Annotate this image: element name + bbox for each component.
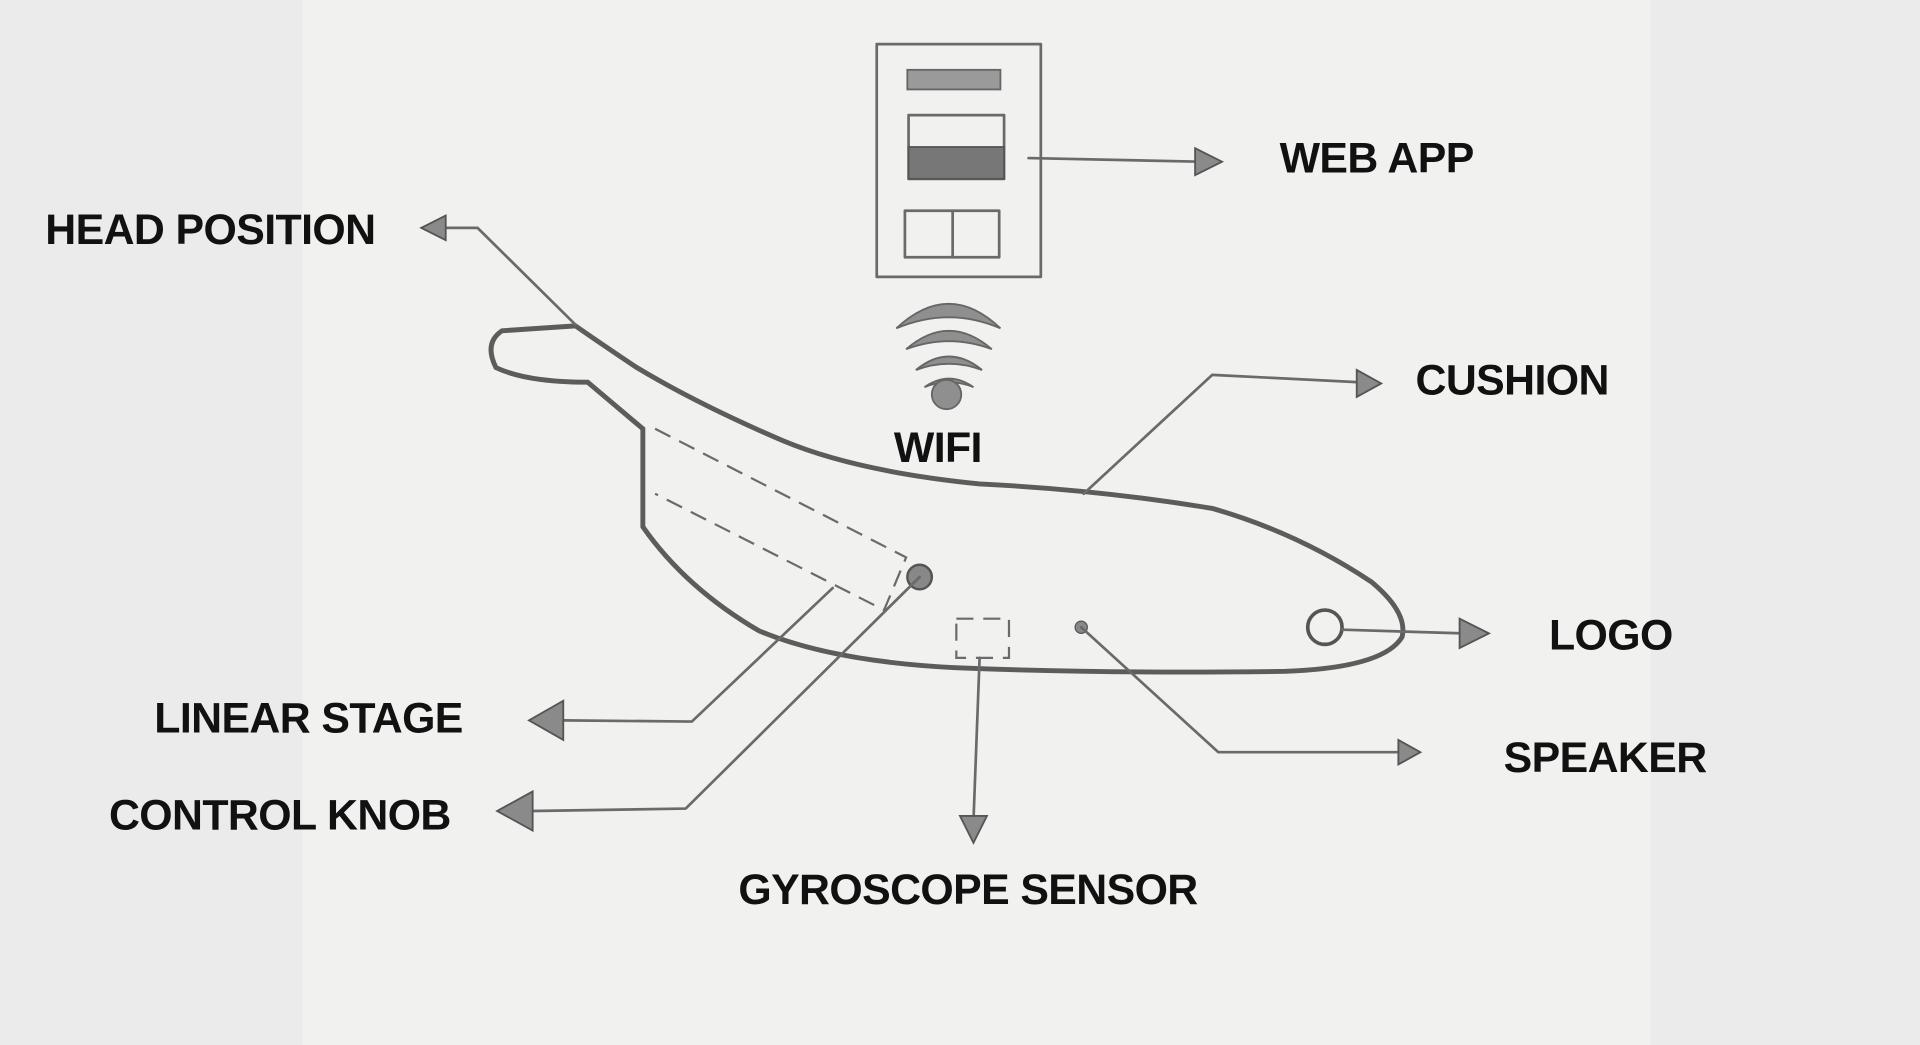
leader-control-knob <box>495 575 921 833</box>
label-control-knob: CONTROL KNOB <box>109 791 451 839</box>
leader-gyroscope <box>958 656 989 845</box>
label-speaker: SPEAKER <box>1504 734 1708 782</box>
label-gyroscope-sensor: GYROSCOPE SENSOR <box>738 866 1198 914</box>
leader-linear-stage <box>527 586 834 742</box>
label-web-app: WEB APP <box>1280 135 1474 183</box>
label-head-position: HEAD POSITION <box>45 206 375 254</box>
leader-speaker <box>1079 625 1423 767</box>
label-logo: LOGO <box>1549 611 1673 659</box>
label-wifi: WIFI <box>894 424 982 472</box>
wifi-icon <box>895 302 1002 411</box>
label-linear-stage: LINEAR STAGE <box>154 695 462 743</box>
leader-web-app <box>1027 146 1225 177</box>
leader-head-position <box>419 214 577 326</box>
label-cushion: CUSHION <box>1416 356 1609 404</box>
leader-cushion <box>1082 368 1384 496</box>
phone-sketch-icon <box>875 42 1043 279</box>
leader-logo <box>1340 617 1492 650</box>
device-body-sketch <box>488 323 1406 675</box>
